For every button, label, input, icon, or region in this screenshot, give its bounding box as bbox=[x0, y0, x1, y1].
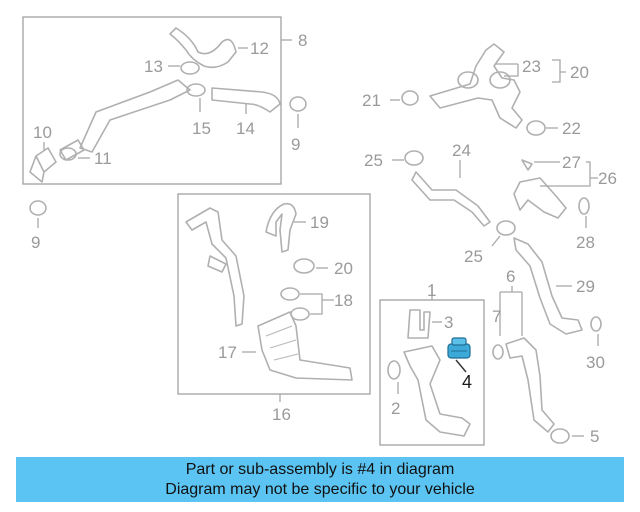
group-6: 6 7 5 bbox=[492, 267, 599, 446]
callout-5[interactable]: 5 bbox=[590, 427, 599, 446]
callout-20[interactable]: 20 bbox=[334, 259, 353, 278]
callout-15[interactable]: 15 bbox=[192, 119, 211, 138]
callout-11[interactable]: 11 bbox=[94, 149, 112, 168]
assembly-box-1: 1 3 2 4 bbox=[379, 281, 485, 446]
callout-8[interactable]: 8 bbox=[298, 31, 307, 50]
callout-4[interactable]: 4 bbox=[462, 372, 472, 392]
callout-13[interactable]: 13 bbox=[144, 57, 163, 76]
callout-3[interactable]: 3 bbox=[444, 313, 453, 332]
callout-28[interactable]: 28 bbox=[576, 233, 595, 252]
assembly-box-16: 16 19 20 18 17 bbox=[177, 193, 371, 424]
callout-25-bottom[interactable]: 25 bbox=[464, 247, 483, 266]
callout-26[interactable]: 26 bbox=[598, 169, 617, 188]
banner-line-2: Diagram may not be specific to your vehi… bbox=[165, 481, 475, 498]
callout-1[interactable]: 1 bbox=[427, 281, 436, 300]
callout-9-left[interactable]: 9 bbox=[31, 233, 40, 252]
clamp-9-left: 9 bbox=[29, 200, 47, 252]
callout-9-right[interactable]: 9 bbox=[291, 135, 300, 154]
info-banner: Part or sub-assembly is #4 in diagram Di… bbox=[16, 457, 624, 502]
group-24: 25 24 25 bbox=[364, 141, 516, 266]
clamp-9-right: 9 bbox=[289, 96, 307, 154]
assembly-box-8: 8 12 13 15 14 10 11 bbox=[22, 16, 307, 185]
group-29: 29 30 bbox=[513, 237, 605, 372]
parts-diagram: 8 12 13 15 14 10 11 9 9 bbox=[22, 16, 617, 446]
callout-16[interactable]: 16 bbox=[272, 405, 291, 424]
callout-17[interactable]: 17 bbox=[218, 343, 237, 362]
callout-22-right[interactable]: 22 bbox=[562, 119, 581, 138]
group-21: 23 20 21 22 bbox=[362, 43, 589, 138]
callout-27[interactable]: 27 bbox=[562, 153, 581, 172]
callout-19[interactable]: 19 bbox=[310, 213, 329, 232]
callout-14[interactable]: 14 bbox=[236, 119, 255, 138]
callout-18[interactable]: 18 bbox=[334, 291, 353, 310]
banner-line-1: Part or sub-assembly is #4 in diagram bbox=[185, 461, 455, 478]
callout-2[interactable]: 2 bbox=[391, 399, 400, 418]
callout-22-left[interactable]: 21 bbox=[362, 91, 381, 110]
callout-7[interactable]: 7 bbox=[492, 307, 501, 326]
callout-25-top[interactable]: 25 bbox=[364, 151, 383, 170]
highlighted-part-4[interactable] bbox=[447, 337, 471, 359]
callout-23[interactable]: 23 bbox=[522, 57, 541, 76]
callout-29[interactable]: 29 bbox=[576, 277, 595, 296]
callout-6[interactable]: 6 bbox=[506, 267, 515, 286]
group-26: 27 26 28 bbox=[513, 153, 617, 252]
callout-24[interactable]: 24 bbox=[452, 141, 471, 160]
callout-21[interactable]: 20 bbox=[570, 63, 589, 82]
callout-12[interactable]: 12 bbox=[250, 39, 269, 58]
callout-30[interactable]: 30 bbox=[586, 353, 605, 372]
callout-10[interactable]: 10 bbox=[33, 123, 52, 142]
